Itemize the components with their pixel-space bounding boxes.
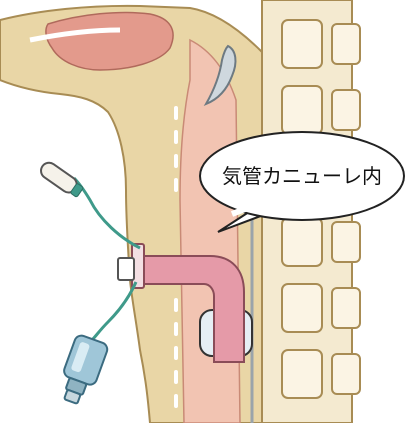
pilot-balloon-icon: [63, 334, 109, 405]
palate-line: [29, 27, 121, 43]
trachea-cannula-icon: [139, 255, 245, 363]
pilot-line: [90, 281, 138, 342]
callout-label: 気管カニューレ内: [222, 164, 382, 188]
epiglottis: [203, 44, 237, 106]
suction-port-icon: [40, 161, 84, 198]
cannula-connector: [117, 257, 135, 281]
oral-cavity: [45, 11, 174, 71]
pilot-tube: [72, 176, 141, 250]
callout-bubble: 気管カニューレ内: [199, 131, 405, 233]
